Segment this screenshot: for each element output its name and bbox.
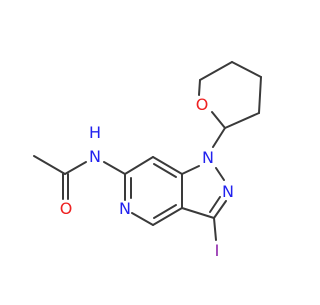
bond-thp-c3-c2	[224, 112, 260, 129]
bond-methyl-carbonyl	[33, 155, 66, 175]
bond-c3a-c4	[152, 207, 183, 226]
bond-n1-n2	[215, 167, 225, 181]
atom-nh-label: N	[89, 147, 101, 166]
bond-n2-c3-b	[209, 196, 221, 213]
bond-c3-c3a	[181, 207, 215, 219]
structure-canvas: N H O N N N I O	[33, 61, 262, 260]
bond-c6-c7	[124, 156, 154, 175]
atom-labels: N H O N N N I O	[60, 95, 234, 260]
bonds	[33, 61, 262, 241]
bond-nh-c6	[103, 161, 126, 175]
bond-carbonyl-nh	[64, 161, 87, 175]
bond-thp-c5-c4	[231, 61, 262, 78]
bond-c4-n5	[131, 212, 154, 226]
atom-n1-label: N	[202, 148, 214, 167]
atom-o-ring-label: O	[196, 95, 209, 114]
atom-n-pyridine-label: N	[119, 199, 131, 218]
bond-c3a-c4-inner	[153, 204, 177, 219]
atom-o-carbonyl-label: O	[60, 199, 73, 218]
bond-c7-c7a-inner	[153, 163, 177, 178]
bond-thp-c6-c5	[199, 61, 233, 81]
bond-n2-c3-a	[213, 200, 227, 219]
bond-c7a-n1	[181, 165, 200, 175]
bond-thp-o-c6	[198, 79, 201, 96]
bond-n1-thp	[212, 127, 226, 148]
atom-h-label: H	[89, 123, 101, 142]
bond-thp-c2-o	[211, 111, 226, 129]
bond-c3-iodine	[213, 217, 217, 241]
bond-c7-c7a	[152, 156, 183, 175]
atom-iodine-label: I	[215, 241, 220, 260]
atom-n2-label: N	[222, 182, 234, 201]
molecule-diagram: N H O N N N I O	[33, 61, 262, 260]
bond-thp-c4-c3	[258, 76, 262, 114]
